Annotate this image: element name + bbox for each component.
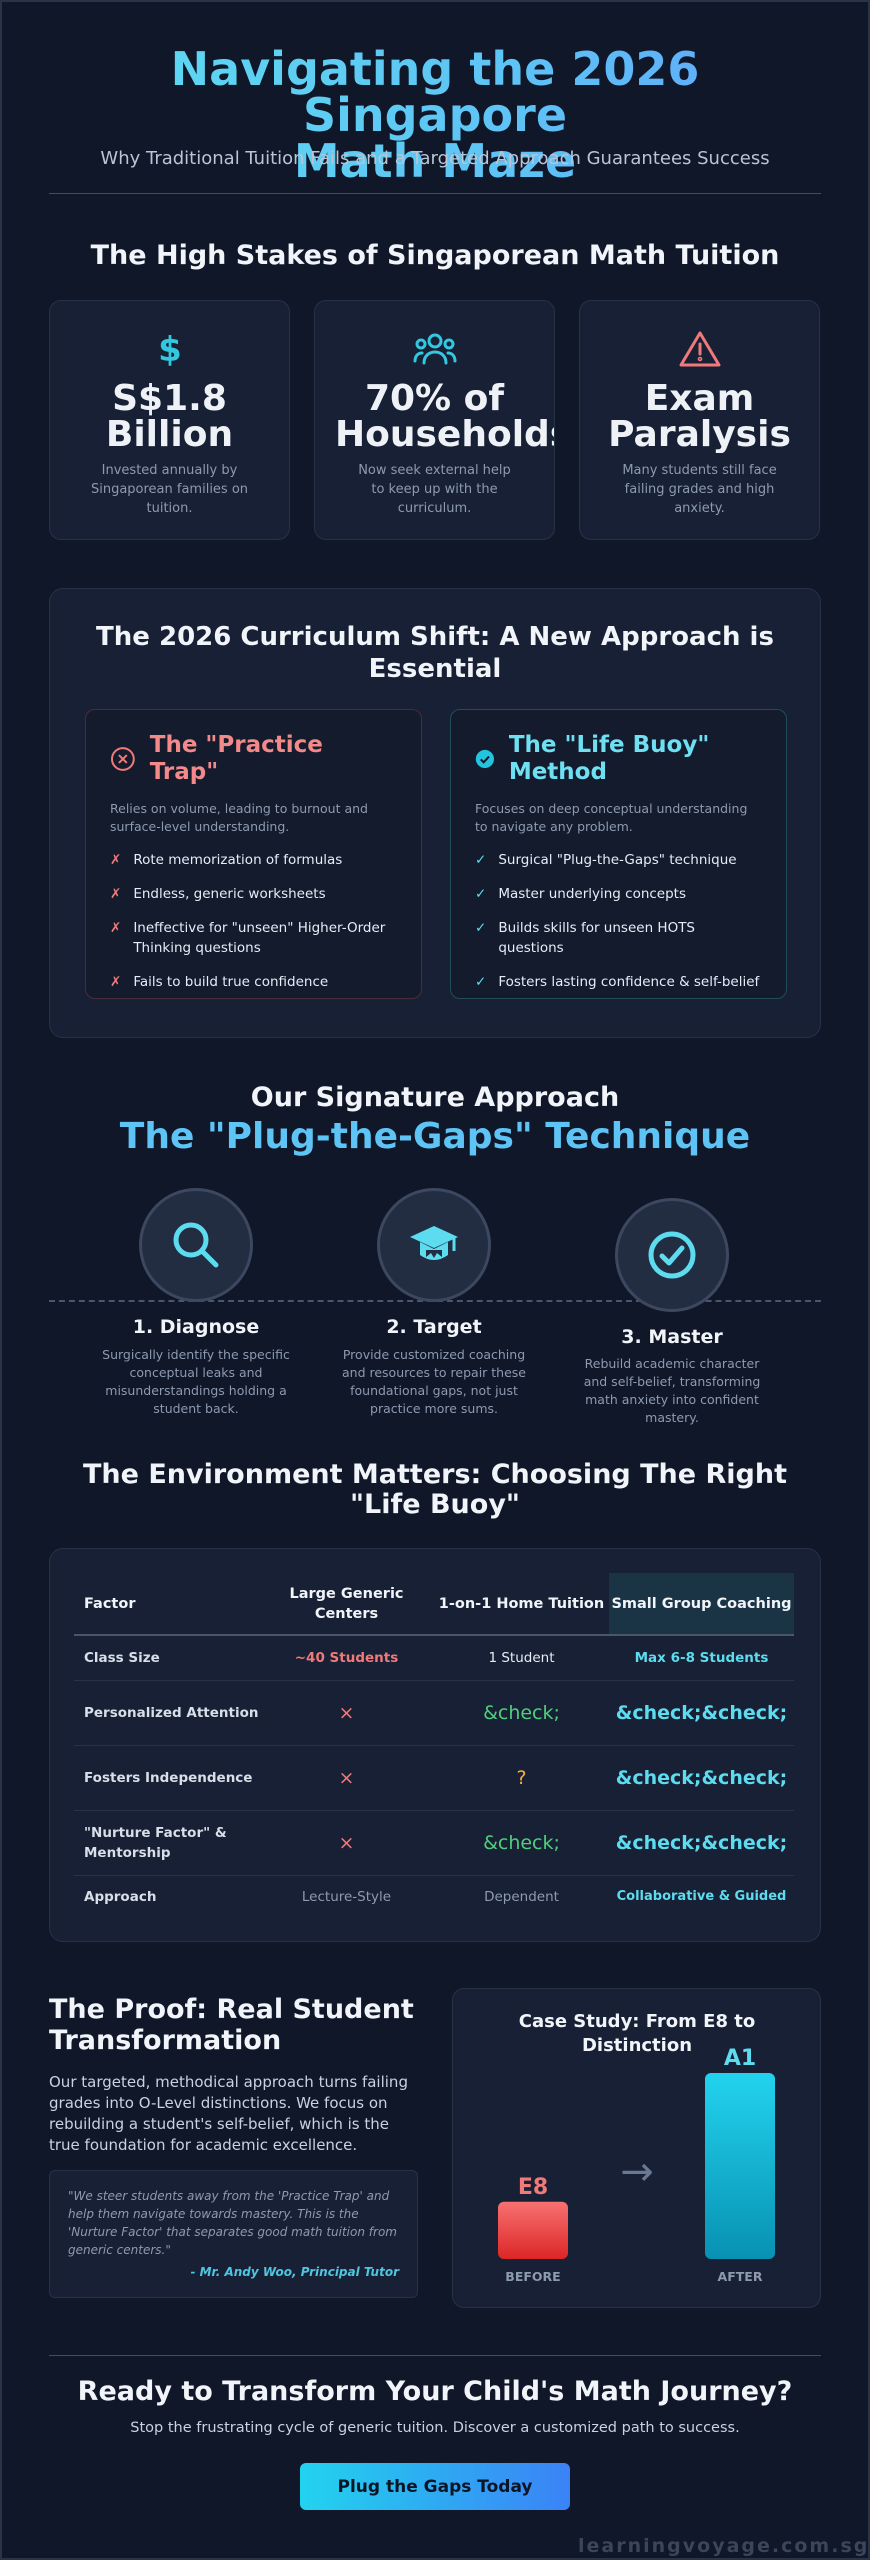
bar-before xyxy=(498,2201,568,2259)
svg-text:$: $ xyxy=(158,330,182,369)
check-circle-icon xyxy=(475,749,494,769)
approach-title: The "Plug-the-Gaps" Technique xyxy=(119,1116,751,1157)
bar-after xyxy=(705,2073,775,2259)
list-item: ✗Fails to build true confidence xyxy=(110,974,329,990)
step-master-circle xyxy=(615,1198,729,1312)
category-label: BEFORE xyxy=(505,2269,560,2284)
quote-text: "We steer students away from the 'Practi… xyxy=(68,2189,397,2257)
table-row: "Nurture Factor" & Mentorship × &check; … xyxy=(74,1810,794,1876)
practice-trap-desc: Relies on volume, leading to burnout and… xyxy=(110,801,368,834)
step-desc: Surgically identify the specific concept… xyxy=(102,1347,290,1416)
step-title: 2. Target xyxy=(386,1316,482,1338)
table-row: Personalized Attention × &check; &check;… xyxy=(74,1680,794,1746)
table-header-row: Factor Large Generic Centers 1-on-1 Home… xyxy=(74,1573,794,1636)
data-label: A1 xyxy=(724,2046,756,2071)
life-buoy-desc: Focuses on deep conceptual understanding… xyxy=(475,801,748,834)
proof-body: Our targeted, methodical approach turns … xyxy=(49,2073,408,2154)
warning-icon xyxy=(580,329,819,369)
column-header: Small Group Coaching xyxy=(609,1573,794,1636)
cross-icon: ✗ xyxy=(110,852,122,868)
curriculum-title: The 2026 Curriculum Shift: A New Approac… xyxy=(96,622,774,684)
step-diagnose-circle xyxy=(139,1188,253,1302)
practice-trap-title: The "Practice Trap" xyxy=(149,732,323,785)
x-circle-icon xyxy=(110,747,135,771)
comparison-panel: Factor Large Generic Centers 1-on-1 Home… xyxy=(49,1548,821,1942)
cta-divider xyxy=(49,2355,821,2356)
stat-caption: Invested annually by Singaporean familie… xyxy=(90,463,249,516)
check-icon: ✓ xyxy=(475,974,487,990)
cta-title: Ready to Transform Your Child's Math Jou… xyxy=(77,2376,793,2407)
arrow-icon: → xyxy=(620,2149,654,2195)
check-icon: ✓ xyxy=(475,920,487,936)
check-icon: ✓ xyxy=(475,852,487,868)
users-icon xyxy=(315,329,554,369)
check-circle-icon xyxy=(648,1231,696,1279)
cta-subtitle: Stop the frustrating cycle of generic tu… xyxy=(130,2420,740,2436)
step-target-circle xyxy=(377,1188,491,1302)
stat-caption: Many students still face failing grades … xyxy=(622,463,777,516)
case-study-chart: Case Study: From E8 to Distinction → E8BE… xyxy=(498,2011,775,2284)
cross-icon: ✗ xyxy=(110,974,122,990)
list-item: ✓Master underlying concepts xyxy=(475,886,687,902)
hero-subtitle: Why Traditional Tuition Fails and a Targ… xyxy=(100,148,770,169)
cross-icon: ✗ xyxy=(110,920,122,936)
comparison-table: Factor Large Generic Centers 1-on-1 Home… xyxy=(74,1573,794,1918)
approach-kicker: Our Signature Approach xyxy=(250,1082,620,1113)
list-item: ✓Builds skills for unseen HOTS questions xyxy=(475,920,696,956)
data-label: E8 xyxy=(518,2175,548,2200)
proof-title: The Proof: Real Student Transformation xyxy=(49,1994,414,2056)
search-icon xyxy=(173,1222,219,1268)
curriculum-panel: The 2026 Curriculum Shift: A New Approac… xyxy=(49,588,821,1038)
table-row: Fosters Independence × ? &check;&check; xyxy=(74,1745,794,1811)
list-item: ✓Surgical "Plug-the-Gaps" technique xyxy=(475,852,737,868)
list-item: ✗Endless, generic worksheets xyxy=(110,886,326,902)
plug-the-gaps-button[interactable]: Plug the Gaps Today xyxy=(300,2463,570,2510)
step-desc: Provide customized coaching and resource… xyxy=(341,1347,526,1416)
column-header: Large Generic Centers xyxy=(259,1573,434,1636)
stat-caption: Now seek external help to keep up with t… xyxy=(358,463,511,516)
chart-title: Case Study: From E8 to Distinction xyxy=(519,2011,755,2056)
table-row: Approach Lecture-Style Dependent Collabo… xyxy=(84,1888,787,1905)
practice-trap-card: The "Practice Trap" Relies on volume, le… xyxy=(85,709,422,999)
testimonial-quote: "We steer students away from the 'Practi… xyxy=(49,2170,418,2298)
check-icon: ✓ xyxy=(475,886,487,902)
column-header: 1-on-1 Home Tuition xyxy=(434,1573,609,1636)
graduation-cap-icon xyxy=(410,1226,458,1260)
list-item: ✓Fosters lasting confidence & self-belie… xyxy=(475,974,760,990)
step-title: 1. Diagnose xyxy=(132,1316,260,1338)
chart-title-line: Distinction xyxy=(582,2035,692,2056)
step-desc: Rebuild academic character and self-beli… xyxy=(583,1356,761,1425)
chart-title-line: Case Study: From E8 to xyxy=(519,2011,755,2032)
hero-divider xyxy=(49,193,821,194)
dollar-icon: $ xyxy=(50,329,289,369)
category-label: AFTER xyxy=(718,2269,763,2284)
list-item: ✗Rote memorization of formulas xyxy=(110,852,343,868)
list-item: ✗Ineffective for "unseen" Higher-Order T… xyxy=(110,920,386,956)
column-header: Factor xyxy=(74,1573,259,1636)
step-title: 3. Master xyxy=(621,1326,723,1348)
site-watermark: learningvoyage.com.sg xyxy=(578,2535,870,2557)
environment-title: The Environment Matters: Choosing The Ri… xyxy=(83,1459,787,1520)
life-buoy-card: The "Life Buoy" Method Focuses on deep c… xyxy=(450,709,787,999)
cross-icon: ✗ xyxy=(110,886,122,902)
table-row: Class Size ~40 Students 1 Student Max 6-… xyxy=(74,1635,794,1681)
stakes-title: The High Stakes of Singaporean Math Tuit… xyxy=(90,240,780,271)
life-buoy-title: The "Life Buoy" Method xyxy=(508,732,710,785)
quote-author: - Mr. Andy Woo, Principal Tutor xyxy=(190,2265,399,2279)
